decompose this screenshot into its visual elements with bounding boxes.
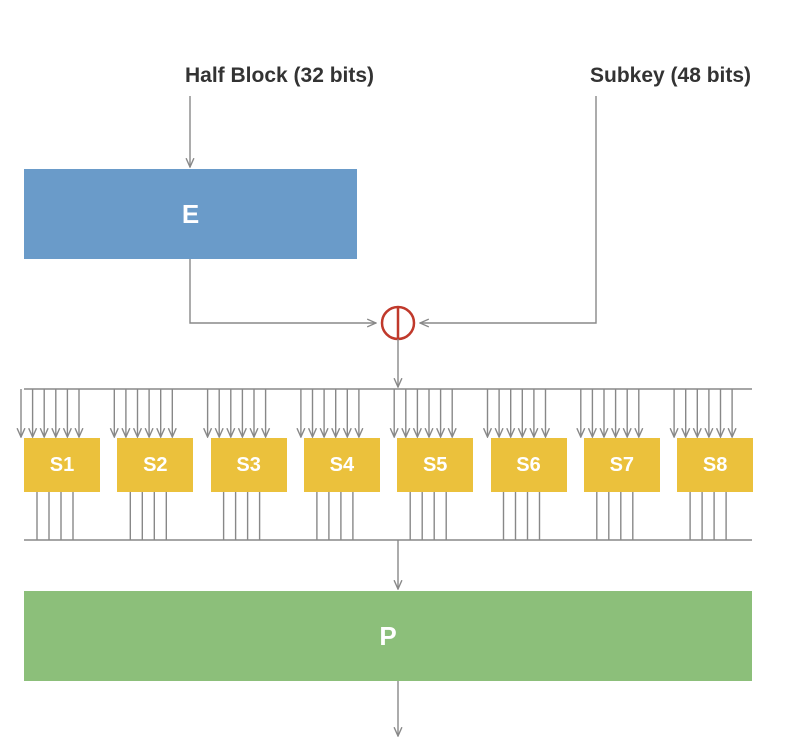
xor-icon — [380, 305, 416, 341]
e-to-xor-line — [189, 259, 376, 323]
sbox-label: S3 — [236, 453, 261, 476]
expansion-block: E — [24, 169, 357, 259]
sbox-2: S2 — [117, 438, 194, 492]
sbox-label: S7 — [609, 453, 635, 476]
sbox-5: S5 — [397, 438, 474, 492]
sbox-label: S4 — [329, 453, 355, 476]
sbox-label: S2 — [143, 453, 168, 476]
sbox-label: S5 — [422, 453, 448, 476]
half-block-label: Half Block (32 bits) — [185, 64, 375, 87]
sbox-wire-group — [21, 389, 732, 540]
expansion-label: E — [181, 198, 200, 229]
sbox-6: S6 — [490, 438, 567, 492]
sbox-4: S4 — [303, 438, 380, 492]
sbox-label: S8 — [702, 453, 728, 476]
subkey-to-xor-line — [420, 96, 597, 323]
permutation-block: P — [24, 591, 752, 681]
sbox-7: S7 — [583, 438, 660, 492]
permutation-label: P — [379, 620, 397, 651]
sbox-3: S3 — [210, 438, 287, 492]
sbox-1: S1 — [24, 438, 100, 492]
sbox-label: S6 — [516, 453, 541, 476]
subkey-label: Subkey (48 bits) — [590, 64, 752, 87]
sbox-8: S8 — [677, 438, 754, 492]
sbox-label: S1 — [49, 453, 75, 476]
